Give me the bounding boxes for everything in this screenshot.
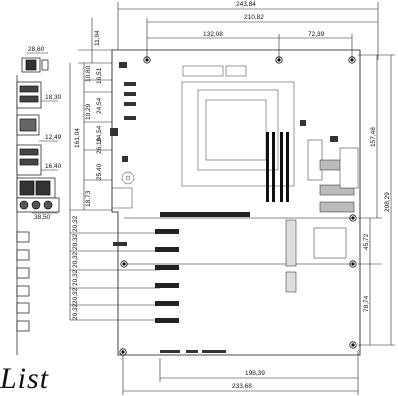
dim-left-1: 10,80: [85, 65, 92, 82]
dim-left-13: 20,32: [72, 269, 79, 286]
dim-left-10: 20,32: [72, 215, 79, 232]
dim-left-7: 26,19: [96, 137, 103, 154]
rear-right-connectors: [285, 139, 359, 293]
dim-right-d1: 157,48: [370, 127, 377, 147]
dim-right-d3: 45,72: [363, 233, 370, 250]
dim-left-12: 20,32: [72, 251, 79, 268]
io-dim-d: 16,40: [45, 163, 62, 170]
pcie-slots: [155, 212, 250, 323]
memory-slots: [266, 132, 289, 202]
dim-left-5: 24,54: [96, 125, 103, 142]
dim-left-11: 20,32: [72, 233, 79, 250]
dim-top-d1: 210,82: [244, 14, 264, 21]
io-jumper-area: [111, 171, 135, 209]
io-dim-e: 38,50: [34, 214, 51, 221]
dim-left-9: 18,73: [85, 190, 92, 207]
cpu-socket-area: [181, 65, 295, 187]
dim-right-d4: 78,74: [363, 295, 370, 312]
reference-lines: [124, 217, 353, 265]
dim-top-d3: 72,39: [308, 31, 325, 38]
dim-left-6: 161,04: [74, 128, 81, 148]
mounting-holes: [119, 56, 357, 356]
io-dim-a: 28,60: [28, 46, 45, 53]
io-dim-c: 12,49: [45, 134, 62, 141]
dim-right-d2: 208,29: [384, 192, 391, 212]
section-caption: List: [0, 362, 50, 395]
dim-left-4: 10,29: [85, 103, 92, 120]
dim-left-3: 24,54: [96, 97, 103, 114]
dim-bottom-d1: 198,39: [245, 370, 265, 377]
dim-top-d2: 132,08: [203, 31, 223, 38]
dim-left-14: 20,32: [72, 287, 79, 304]
io-dim-b: 18,30: [45, 94, 62, 101]
io-panel-dims: [27, 52, 58, 214]
dim-bottom-d2: 233,68: [232, 383, 252, 390]
dim-left-2: 16,51: [96, 67, 103, 84]
dimension-lines: [69, 2, 395, 395]
dim-left-0: 11,94: [94, 30, 101, 46]
io-panel: [16, 57, 60, 355]
dim-top-overall: 243,84: [236, 1, 256, 8]
dim-left-15: 20,32: [72, 303, 79, 320]
board-outline: [111, 49, 361, 356]
dim-left-8: 25,40: [96, 163, 103, 180]
components: [110, 62, 338, 353]
